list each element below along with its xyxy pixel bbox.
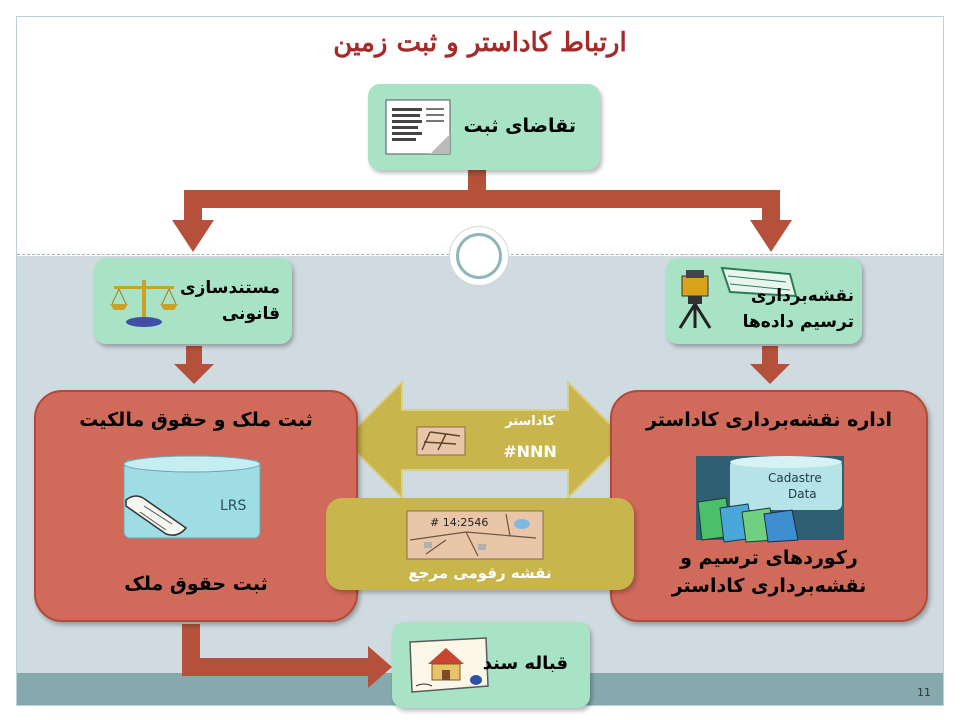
arrow-left-head [172, 220, 214, 252]
separator-circle-ring [456, 233, 502, 279]
document-icon [385, 99, 451, 155]
arrow-left-mid-stem [186, 346, 202, 366]
link-label: کاداستر [505, 414, 555, 429]
arrow-horizontal-bar [184, 190, 780, 208]
cadastre-office-footer-1: رکوردهای ترسیم و [680, 547, 858, 569]
double-arrow-link [342, 379, 628, 501]
database-text: LRS [220, 498, 247, 514]
arrow-right-mid-stem [762, 346, 778, 366]
cadastre-office-box[interactable]: اداره نقشه‌برداری کاداستر Cadastre Data … [610, 390, 928, 622]
survey-label-line1: نقشه‌برداری [750, 286, 854, 306]
cadastre-office-footer-2: نقشه‌برداری کاداستر [671, 575, 867, 597]
registry-heading: ثبت ملک و حقوق مالکیت [79, 409, 313, 431]
arrow-right-mid-head [750, 364, 790, 384]
digital-map-icon: # 14:2546 [406, 510, 544, 560]
legal-label-line2: قانونی [221, 304, 280, 324]
arrow-right-head [750, 220, 792, 252]
reference-map-box[interactable]: # 14:2546 نقشه رقومی مرجع [326, 498, 634, 590]
arrow-right-down-stem [762, 190, 780, 222]
cadastre-office-heading: اداره نقشه‌برداری کاداستر [645, 409, 893, 431]
request-box[interactable]: تقاضای ثبت [368, 84, 600, 170]
survey-box[interactable]: نقشه‌برداری ترسیم داده‌ها [666, 258, 862, 344]
house-deed-icon [409, 637, 489, 693]
deed-label: قباله سند [482, 653, 568, 674]
arrow-left-down-stem [184, 190, 202, 222]
arrow-left-mid-head [174, 364, 214, 384]
reference-map-label: نقشه رقومی مرجع [408, 564, 552, 582]
survey-label-line2: ترسیم داده‌ها [742, 312, 854, 332]
cadastre-database-icon: Cadastre Data [696, 456, 844, 543]
page-number: 11 [917, 686, 931, 699]
legal-label-line1: مستندسازی [180, 278, 280, 298]
slide-title: ارتباط کاداستر و ثبت زمین [333, 28, 627, 58]
map-parcel-number: # 14:2546 [430, 516, 488, 529]
registry-box[interactable]: ثبت ملک و حقوق مالکیت LRS ثبت حقوق ملک [34, 390, 358, 622]
database-scroll-icon: LRS [123, 455, 261, 539]
cadastre-icon-text-2: Data [788, 487, 817, 501]
arrow-bottom-horizontal [182, 658, 372, 676]
link-code: #NNN [503, 442, 557, 461]
registry-footer: ثبت حقوق ملک [124, 573, 268, 595]
legal-box[interactable]: مستندسازی قانونی [94, 258, 292, 344]
cadastre-icon-text-1: Cadastre [768, 471, 822, 485]
request-label: تقاضای ثبت [463, 115, 576, 137]
map-parcel-icon [416, 426, 466, 456]
arrow-bottom-head [368, 646, 392, 688]
total-station-icon [678, 266, 798, 329]
scales-icon [110, 280, 178, 327]
deed-box[interactable]: قباله سند [392, 622, 590, 708]
